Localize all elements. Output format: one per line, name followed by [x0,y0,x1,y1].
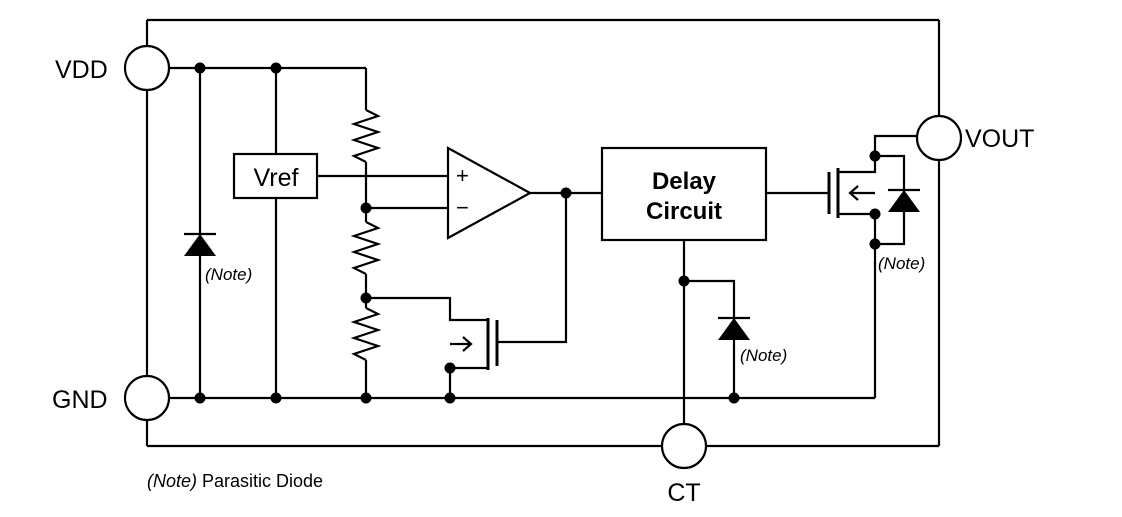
footnote-text: Parasitic Diode [197,471,323,491]
vdd-label: VDD [55,56,108,84]
switch-nmos [366,193,568,398]
vout-pin [915,114,963,162]
ct-label: CT [667,479,700,507]
vdd-rail [169,66,368,110]
output-nmos [766,134,920,398]
resistor-divider [350,109,382,398]
comparator-minus: − [456,195,469,220]
diode-note-ct: (Note) [740,346,787,365]
gnd-label: GND [52,386,108,414]
vref-block [232,152,448,200]
diode-note-vout: (Note) [878,254,925,273]
parasitic-diode-left [184,68,216,398]
vdd-pin [123,44,171,92]
vref-label: Vref [254,164,299,192]
vout-label: VOUT [965,125,1034,153]
comparator-plus: + [456,163,469,188]
ic-package-outline [145,18,941,448]
ct-pin [660,422,708,470]
diode-note-left: (Note) [205,265,252,284]
gnd-pin [123,374,171,422]
parasitic-diode-ct [684,279,750,398]
delay-label: Delay [652,168,717,195]
circuit-label: Circuit [646,198,722,225]
footnote-note: (Note) [147,471,197,491]
footnote: (Note) Parasitic Diode [147,471,323,491]
junction-dots [194,62,881,404]
